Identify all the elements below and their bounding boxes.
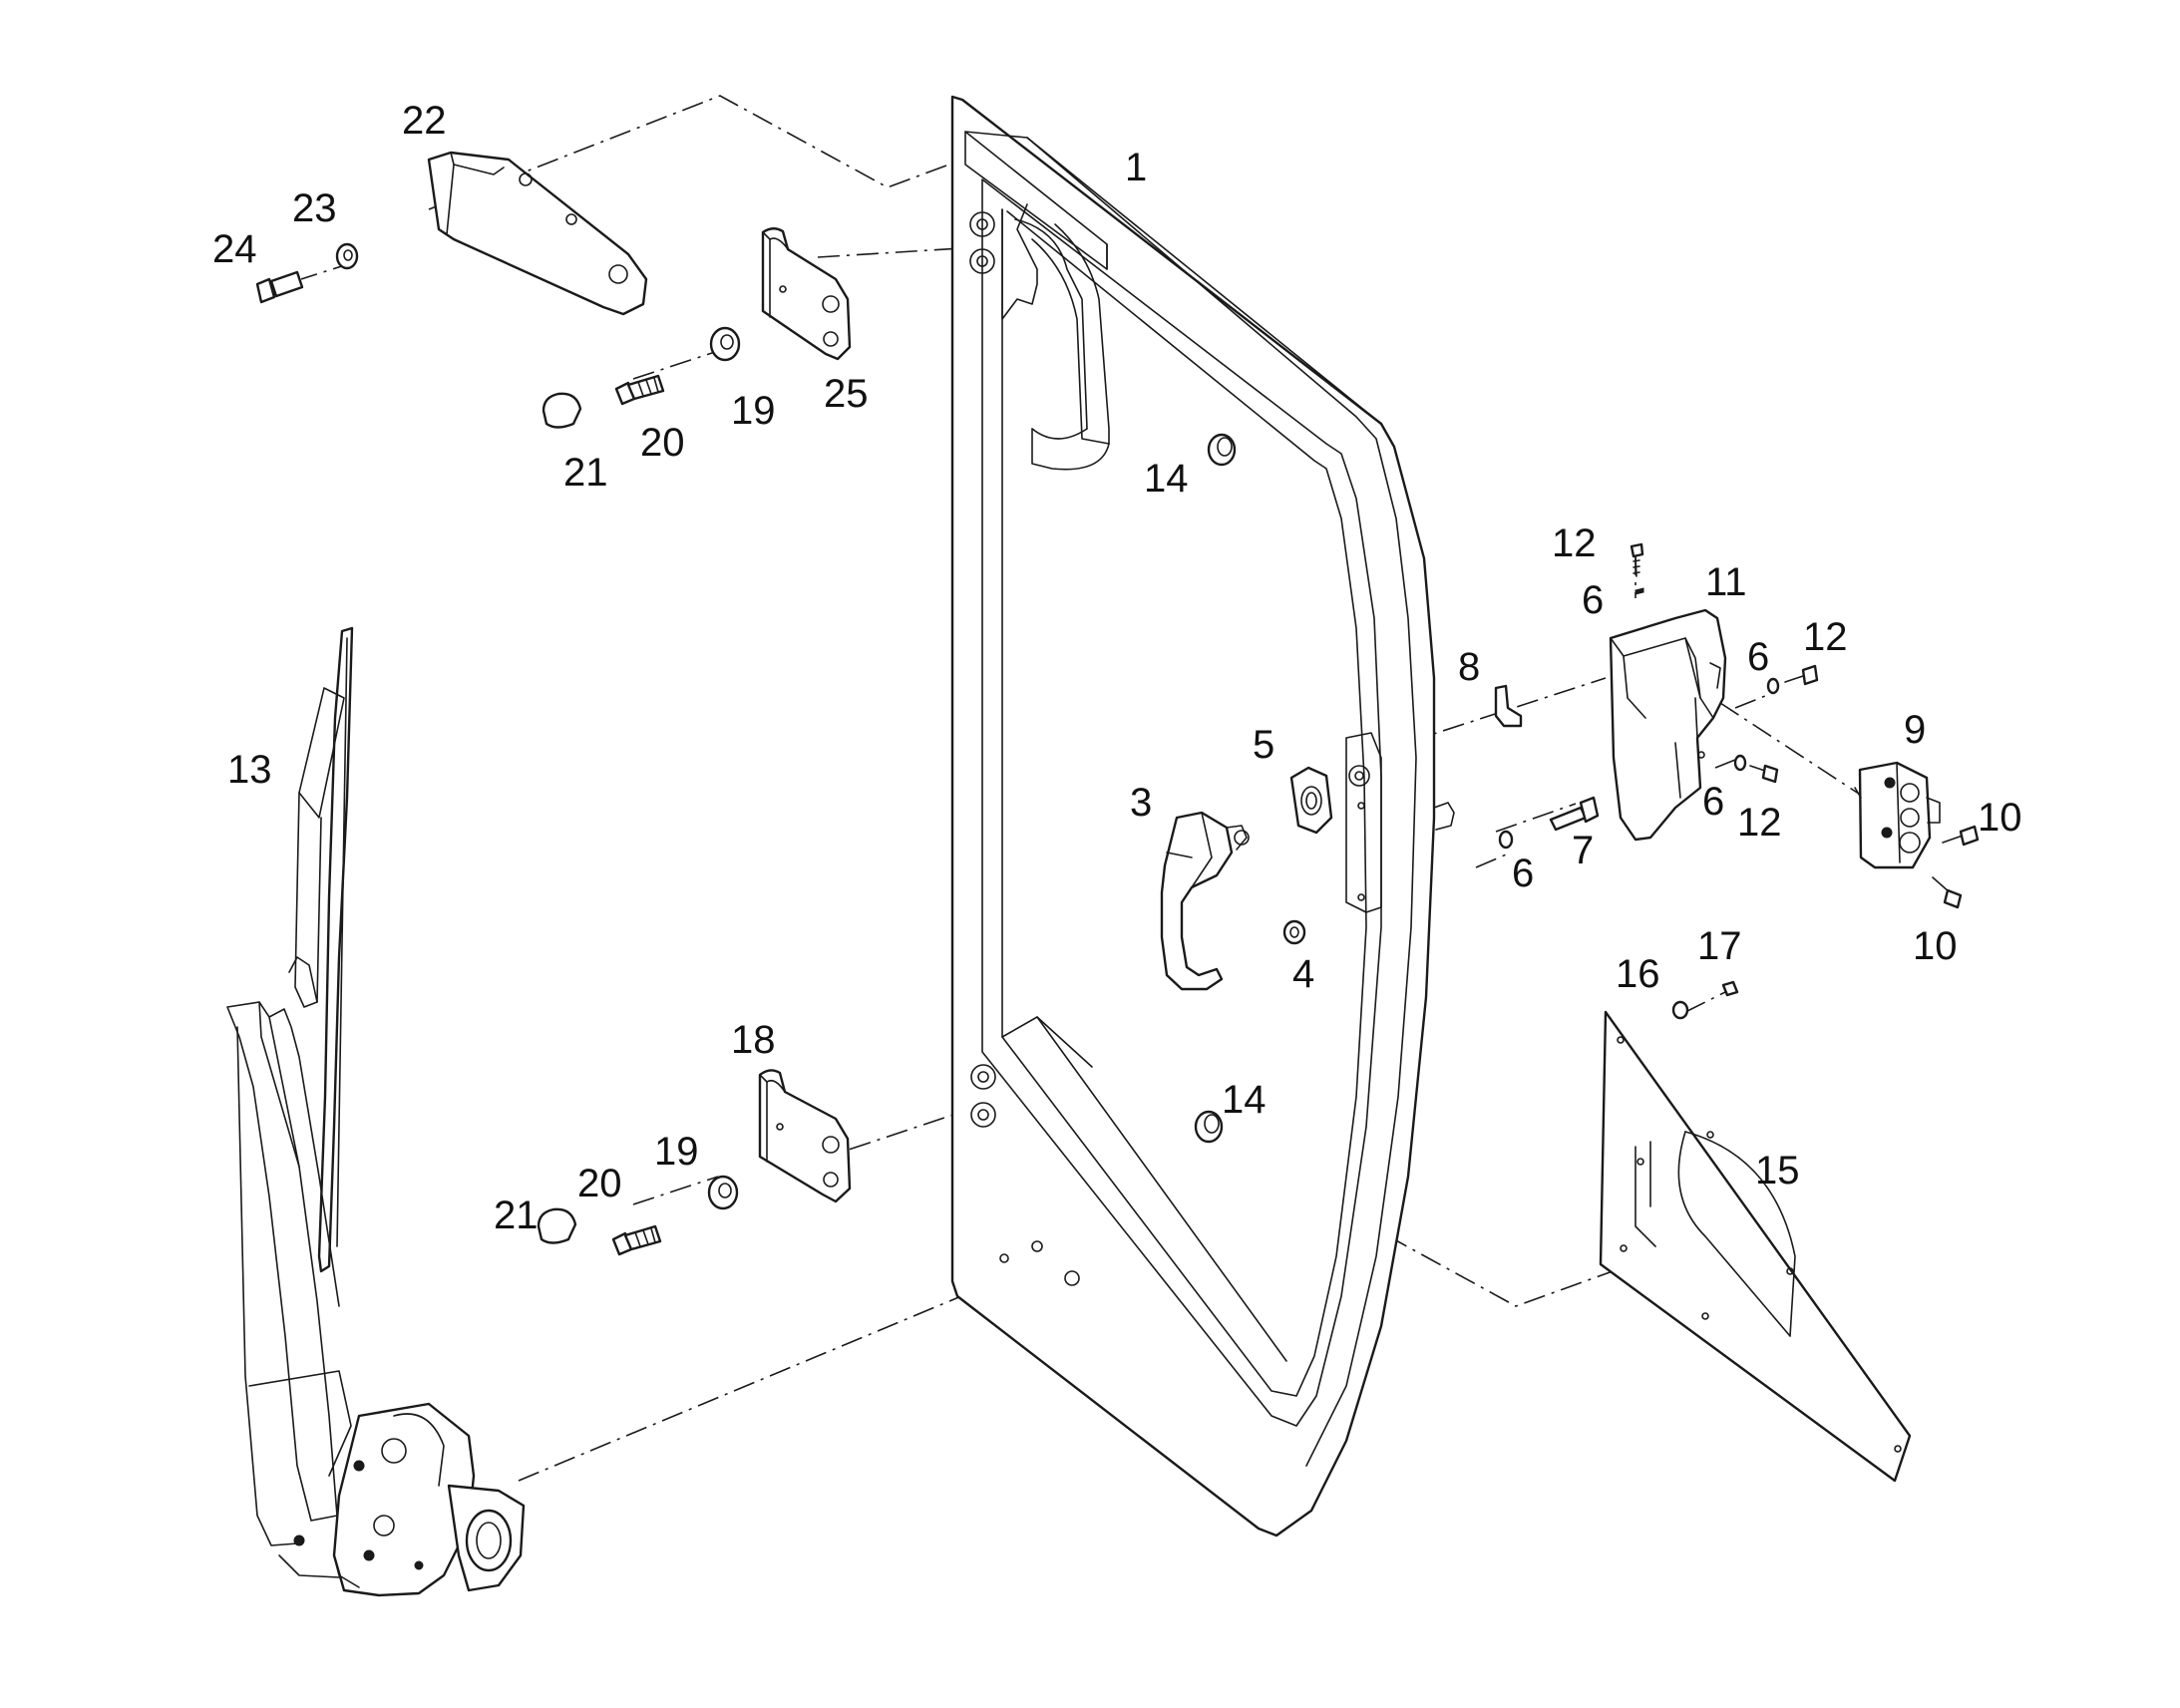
latch-bracket xyxy=(1494,684,1523,728)
hinge-18 xyxy=(758,1069,852,1203)
screw-17 xyxy=(1721,980,1739,997)
latch-mechanism xyxy=(1854,761,1941,869)
callout-9: 9 xyxy=(1904,708,1926,752)
door-handle xyxy=(1160,811,1250,991)
callout-19-upper: 19 xyxy=(731,389,776,433)
callout-8: 8 xyxy=(1458,645,1480,689)
callout-19-lower: 19 xyxy=(654,1130,699,1174)
callout-6-right: 6 xyxy=(1747,635,1769,679)
washer-19-lower xyxy=(707,1175,739,1210)
callout-12-right: 12 xyxy=(1803,615,1848,659)
callout-17: 17 xyxy=(1697,924,1742,968)
bolt-24 xyxy=(255,270,304,304)
escutcheon-plate xyxy=(1289,766,1333,835)
washer-6-right xyxy=(1766,677,1780,695)
callout-12-lower: 12 xyxy=(1737,801,1782,845)
washer-6-lower xyxy=(1733,754,1747,772)
washer-19-upper xyxy=(709,326,741,362)
callout-14-upper: 14 xyxy=(1144,457,1189,501)
panel-15 xyxy=(1599,1010,1912,1483)
callout-20-upper: 20 xyxy=(640,421,685,465)
callout-22: 22 xyxy=(402,99,447,143)
wiper-assembly xyxy=(226,626,526,1597)
callout-10-upper: 10 xyxy=(1978,796,2022,840)
callout-25: 25 xyxy=(824,372,869,416)
callout-11: 11 xyxy=(1705,560,1747,604)
callout-10-lower: 10 xyxy=(1913,924,1958,968)
callout-12-top: 12 xyxy=(1552,521,1597,565)
callout-15: 15 xyxy=(1755,1149,1800,1193)
plug-14-upper xyxy=(1207,433,1237,467)
washer-23 xyxy=(335,242,359,270)
nut xyxy=(1282,919,1306,945)
screw-12-lower xyxy=(1749,764,1779,784)
callout-labels: 1 3 4 5 6 6 6 6 7 8 9 10 10 11 12 12 12 … xyxy=(212,99,2022,1237)
washer-16 xyxy=(1671,1000,1689,1020)
latch-housing xyxy=(1609,608,1727,842)
washer-6-top xyxy=(1635,587,1644,595)
screw-10-lower xyxy=(1932,876,1963,909)
cap-21-upper xyxy=(542,392,582,429)
callout-21-upper: 21 xyxy=(563,451,608,495)
callout-6-top: 6 xyxy=(1582,578,1604,622)
plug-14-lower xyxy=(1194,1110,1224,1144)
screw-12-right xyxy=(1784,664,1819,686)
callout-13: 13 xyxy=(227,748,272,792)
screw-12-top xyxy=(1630,542,1644,577)
callout-6-handle: 6 xyxy=(1512,852,1534,895)
callout-16: 16 xyxy=(1616,952,1660,996)
callout-3: 3 xyxy=(1130,781,1152,825)
bolt-20-upper xyxy=(614,374,665,406)
callout-23: 23 xyxy=(292,186,337,230)
callout-24: 24 xyxy=(212,227,257,271)
callout-7: 7 xyxy=(1572,829,1594,872)
cap-21-lower xyxy=(537,1207,577,1244)
bracket-22 xyxy=(427,151,648,316)
callout-14-lower: 14 xyxy=(1222,1078,1267,1122)
callout-5: 5 xyxy=(1253,723,1274,767)
bolt-20-lower xyxy=(611,1224,662,1256)
callout-18: 18 xyxy=(731,1018,776,1062)
hinge-25 xyxy=(761,227,852,361)
callout-21-lower: 21 xyxy=(494,1194,539,1237)
washer-6-handle xyxy=(1498,830,1514,850)
callout-4: 4 xyxy=(1292,952,1314,996)
bolt-7 xyxy=(1549,796,1600,832)
callout-1: 1 xyxy=(1125,146,1147,189)
screw-10-upper xyxy=(1942,825,1980,847)
callout-6-lower: 6 xyxy=(1702,780,1724,824)
callout-20-lower: 20 xyxy=(577,1162,622,1205)
